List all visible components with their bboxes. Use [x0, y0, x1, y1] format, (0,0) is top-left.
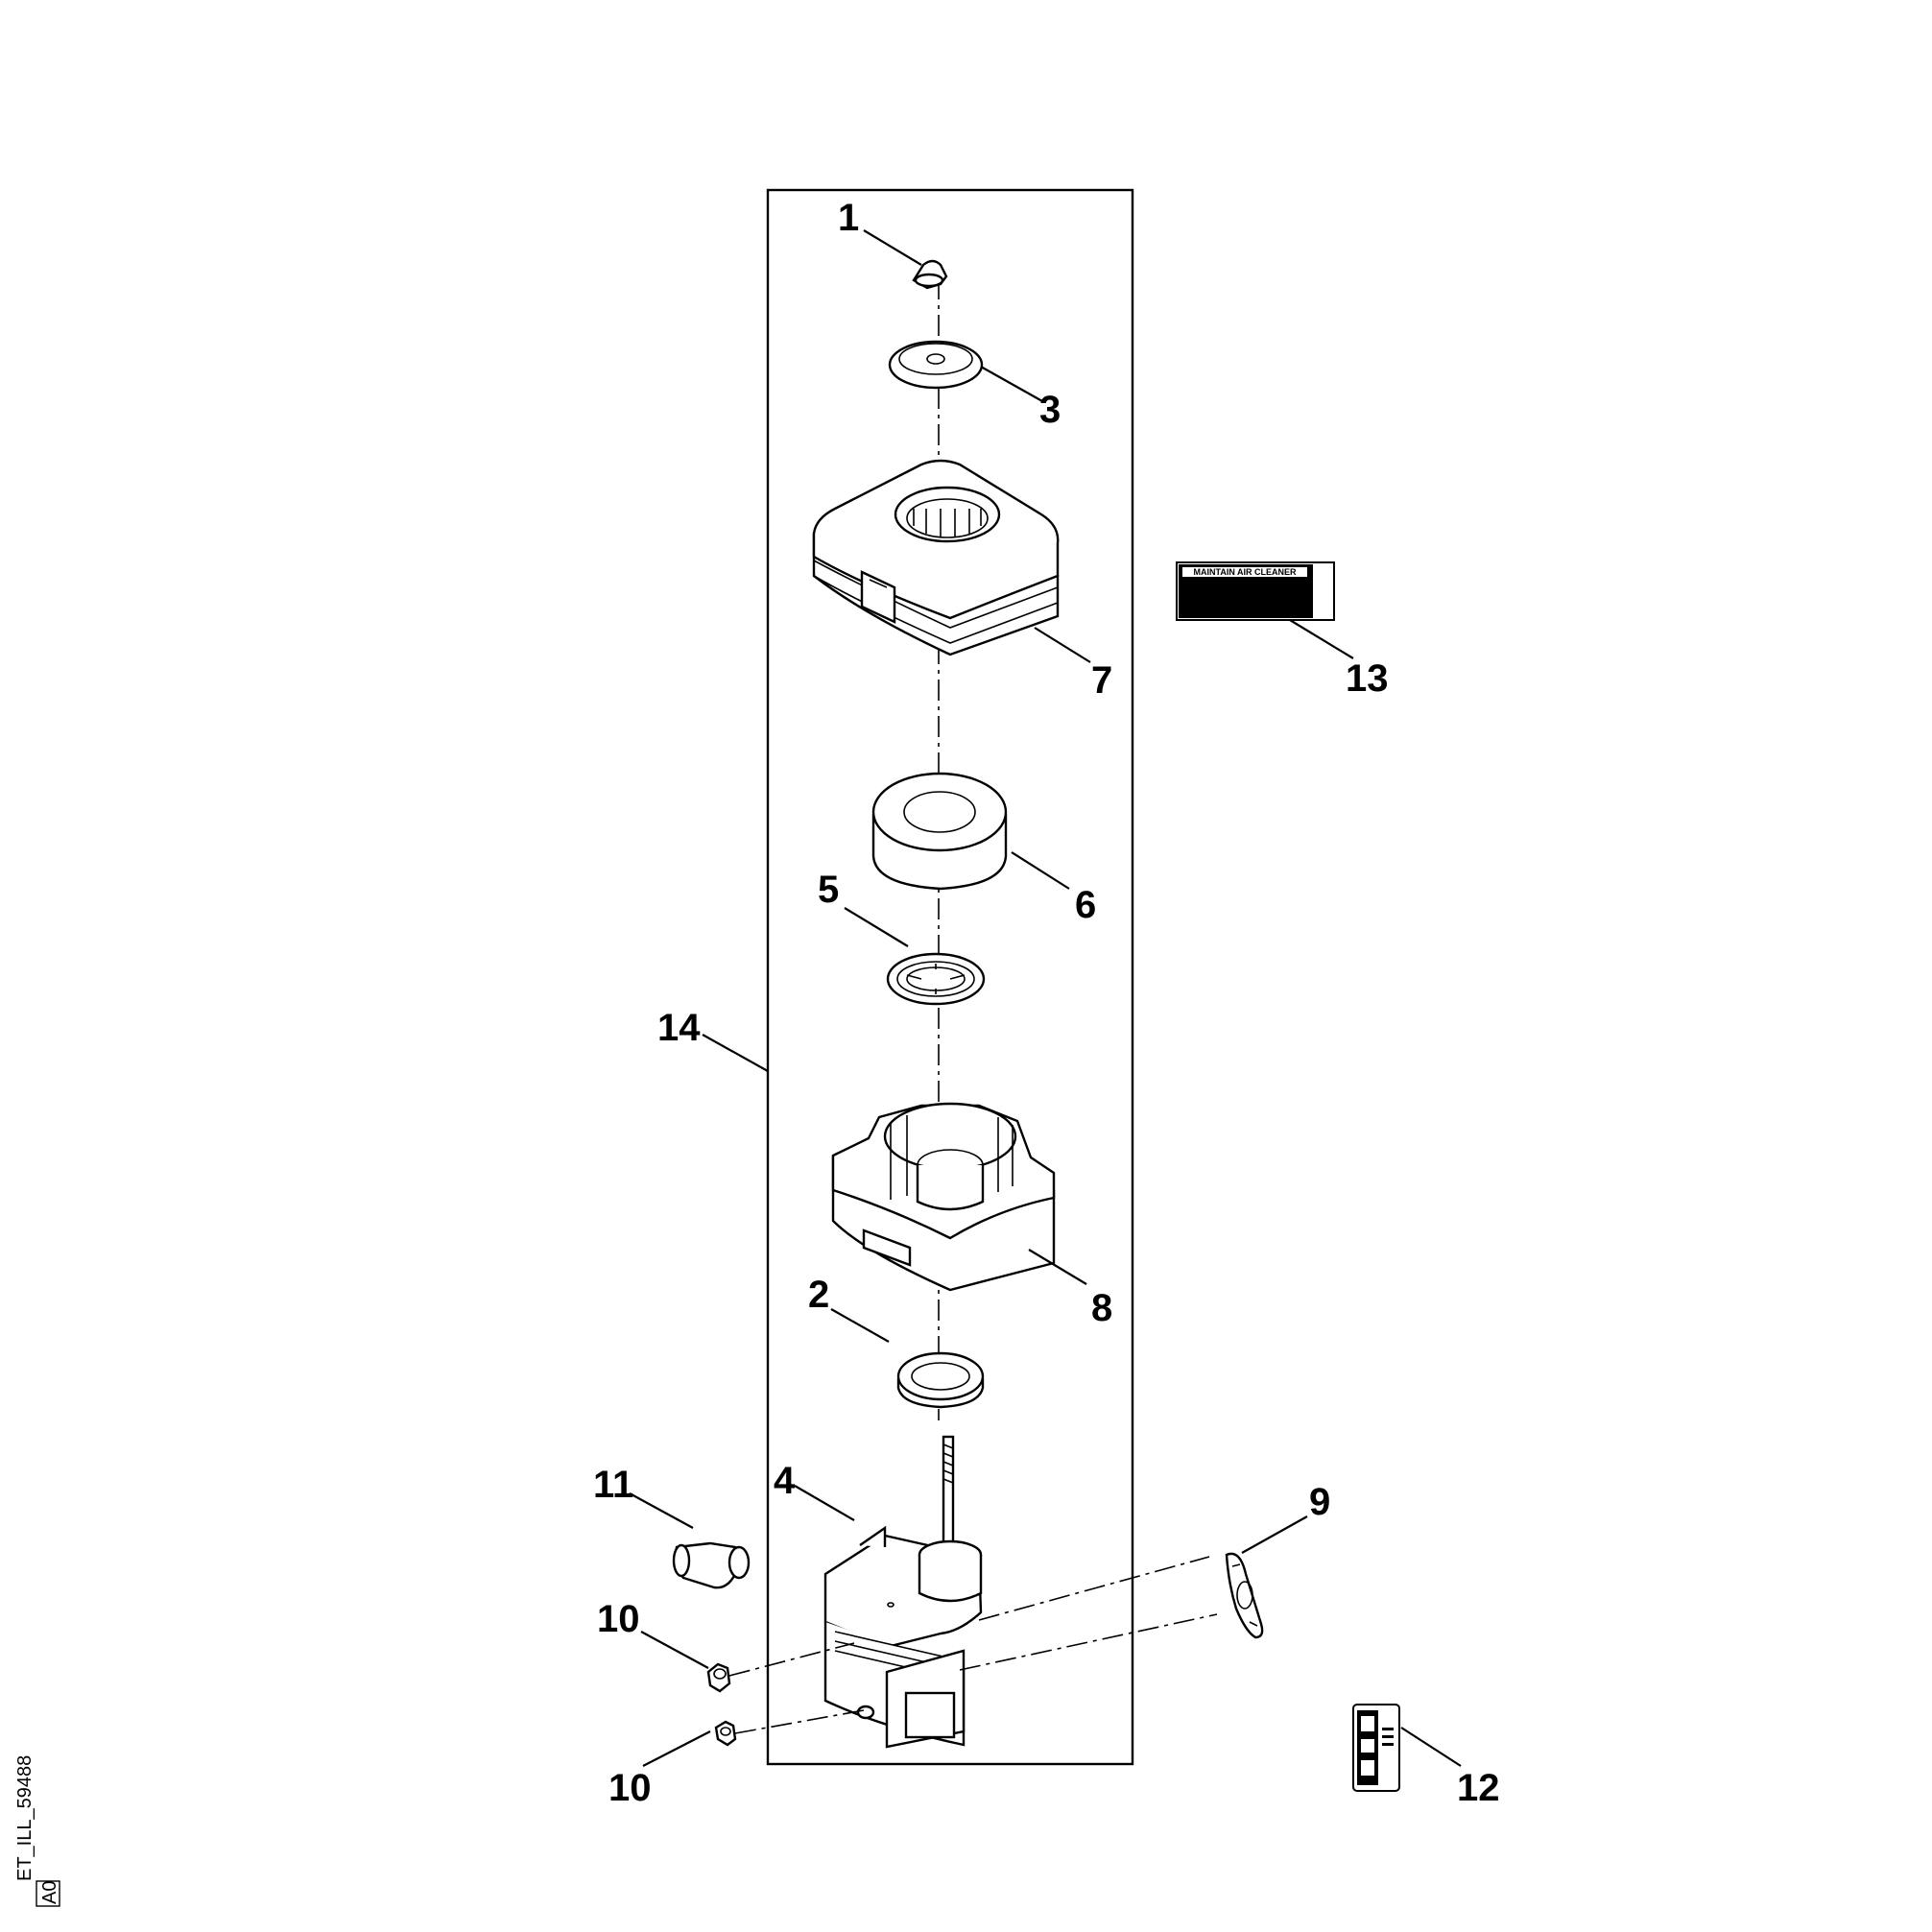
wing-nut-part — [912, 259, 948, 290]
leader-2 — [830, 1308, 890, 1343]
callout-11: 11 — [593, 1464, 633, 1506]
air-cleaner-base-part — [831, 1102, 1056, 1292]
leader-12 — [1400, 1727, 1462, 1767]
leader-4 — [794, 1485, 855, 1521]
callout-3: 3 — [1039, 389, 1061, 431]
alignment-line-nut-lower — [734, 1709, 865, 1734]
leader-1 — [863, 229, 922, 266]
breather-hose-part — [672, 1541, 751, 1589]
callout-8: 8 — [1091, 1287, 1112, 1329]
leader-14 — [702, 1034, 769, 1072]
alignment-line-upper — [978, 1556, 1210, 1621]
leader-5 — [844, 907, 909, 947]
mounting-gasket-part — [1225, 1552, 1264, 1639]
callout-6: 6 — [1075, 884, 1096, 926]
callout-4: 4 — [774, 1460, 796, 1502]
leader-3 — [980, 366, 1043, 402]
callout-14: 14 — [657, 1007, 701, 1049]
assembly-frame — [766, 188, 1134, 1766]
alignment-line-lower — [959, 1613, 1218, 1671]
callout-7: 7 — [1091, 659, 1112, 702]
drawing-id-stamp: ET_ILL_59488 A0 — [14, 1755, 60, 1907]
leader-10-lower — [642, 1730, 711, 1767]
decal-13-text: MAINTAIN AIR CLEANER — [1194, 567, 1297, 577]
drawing-revision: A0 — [39, 1881, 60, 1904]
callout-1: 1 — [838, 197, 859, 239]
leader-6 — [1011, 851, 1070, 890]
filter-gasket-part — [886, 952, 986, 1006]
leader-10-upper — [640, 1631, 709, 1669]
leader-11 — [629, 1492, 694, 1529]
callout-2: 2 — [808, 1274, 829, 1316]
fuel-decal — [1352, 1704, 1400, 1792]
leader-13 — [1289, 619, 1354, 659]
leader-8 — [1028, 1249, 1087, 1285]
callout-13: 13 — [1346, 657, 1389, 700]
nut-lower-part — [714, 1720, 737, 1747]
alignment-line-nut-upper — [728, 1642, 855, 1677]
cover-washer-part — [888, 340, 984, 390]
foam-precleaner-part — [871, 772, 1008, 891]
callout-5: 5 — [818, 869, 839, 911]
leader-7 — [1034, 627, 1091, 663]
callout-10-lower: 10 — [608, 1767, 652, 1809]
callout-10-upper: 10 — [597, 1598, 640, 1640]
leader-9 — [1241, 1515, 1308, 1554]
nut-upper-part — [706, 1662, 731, 1693]
elbow-bracket-part — [823, 1435, 983, 1749]
air-cleaner-cover-part — [812, 459, 1060, 656]
drawing-id: ET_ILL_59488 — [14, 1755, 36, 1881]
maintain-air-cleaner-decal: MAINTAIN AIR CLEANER — [1176, 561, 1335, 621]
callout-12: 12 — [1457, 1767, 1500, 1809]
base-seal-part — [896, 1351, 985, 1409]
callout-9: 9 — [1309, 1481, 1330, 1523]
